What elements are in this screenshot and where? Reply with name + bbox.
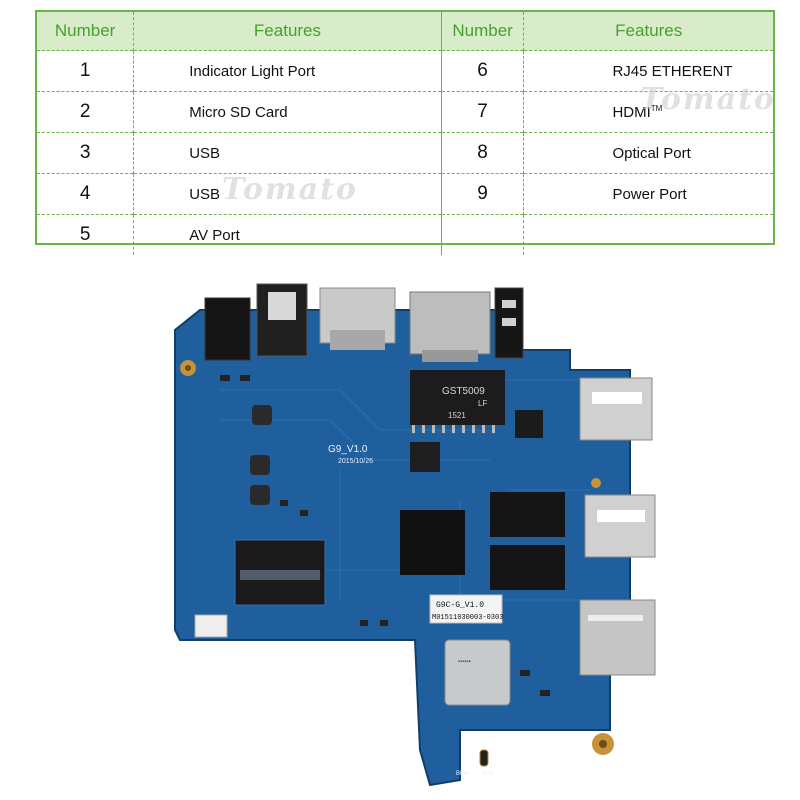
- row-feature: Power Port: [523, 173, 773, 215]
- row-feature-hdmi: HDMITM: [523, 91, 773, 133]
- rj45-port: [409, 291, 491, 355]
- row-number: 7: [440, 91, 525, 133]
- ram-chip-1: [490, 492, 565, 537]
- sticker-line-2: M01511030003-0303: [432, 614, 503, 622]
- table-row: 5 AV Port: [37, 214, 773, 255]
- power-jack: [204, 297, 251, 361]
- chip-gst5009-lf: LF: [478, 399, 487, 408]
- row-number: [440, 214, 525, 255]
- sticker-line-1: G9C-G_V1.0: [436, 601, 484, 610]
- row-feature: RJ45 ETHERENT: [523, 50, 773, 92]
- version-sticker: [429, 594, 503, 624]
- row-feature-text: HDMI: [612, 103, 651, 121]
- row-number: 2: [37, 91, 135, 133]
- soc-chip: [400, 510, 465, 575]
- header-features-2: Features: [523, 12, 773, 51]
- wifi-module: [444, 639, 511, 706]
- row-feature: USB: [133, 173, 442, 215]
- silk-model: G9_V1.0: [328, 444, 368, 455]
- header-features-1: Features: [133, 12, 442, 51]
- row-number: 1: [37, 50, 135, 92]
- usb-port-2: [584, 494, 656, 558]
- chip-gst5009: [410, 370, 505, 425]
- silk-date: 2015/10/26: [338, 458, 373, 465]
- usb-port-1: [579, 377, 653, 441]
- row-feature: [523, 214, 773, 255]
- header-number-2: Number: [440, 12, 525, 51]
- table-header-row: Number Features Number Features: [37, 12, 773, 51]
- table-row: 2 Micro SD Card 7 HDMITM: [37, 91, 773, 133]
- header-number-1: Number: [37, 12, 135, 51]
- chip-gst5009-code: 1521: [448, 411, 466, 420]
- row-feature: AV Port: [133, 214, 442, 255]
- feature-table: Number Features Number Features 1 Indica…: [35, 10, 775, 255]
- row-number: 8: [440, 132, 525, 174]
- micro-sd-slot: [579, 599, 656, 676]
- table-row: 4 USB 9 Power Port: [37, 173, 773, 215]
- indicator-light: [479, 749, 489, 767]
- board-photo: GST5009 LF 1521 ▪▪▪▪▪▪ G9C-G_V1.0 M01511…: [160, 270, 660, 790]
- led-label-blue: Blue: [456, 771, 469, 777]
- row-number: 4: [37, 173, 135, 215]
- row-feature: Indicator Light Port: [133, 50, 442, 92]
- led-label-red: Red: [482, 771, 493, 777]
- trademark-sup: TM: [650, 103, 663, 113]
- white-connector: [194, 614, 228, 638]
- table-row: 1 Indicator Light Port 6 RJ45 ETHERENT: [37, 50, 773, 92]
- row-number: 3: [37, 132, 135, 174]
- row-number: 9: [440, 173, 525, 215]
- row-feature: USB: [133, 132, 442, 174]
- ram-chip-2: [490, 545, 565, 590]
- table-row: 3 USB 8 Optical Port: [37, 132, 773, 174]
- row-number: 5: [37, 214, 135, 255]
- row-feature: Micro SD Card: [133, 91, 442, 133]
- chip-gst5009-label: GST5009: [442, 386, 485, 397]
- svg-text:▪▪▪▪▪▪: ▪▪▪▪▪▪: [458, 659, 471, 665]
- row-number: 6: [440, 50, 525, 92]
- row-feature: Optical Port: [523, 132, 773, 174]
